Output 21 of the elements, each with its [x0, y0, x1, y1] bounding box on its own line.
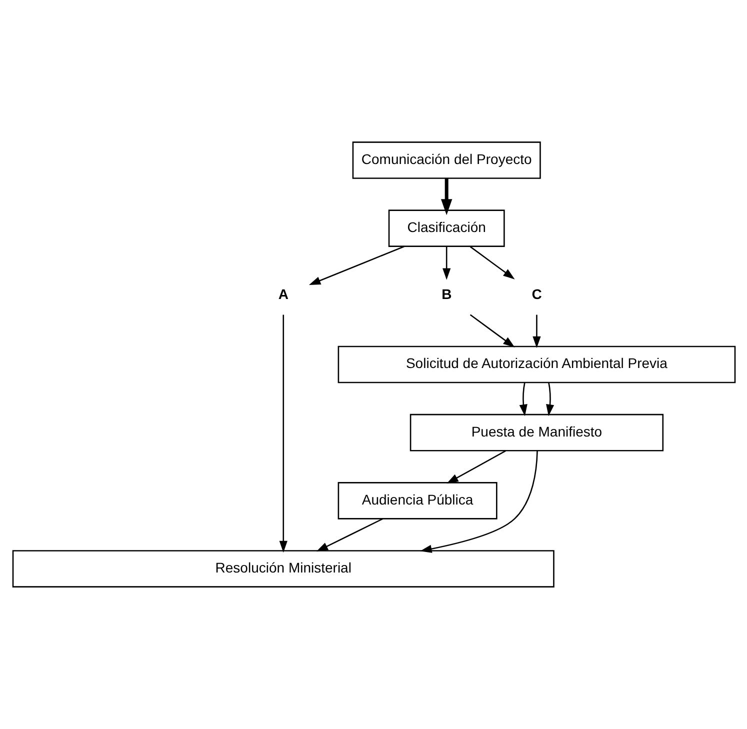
arrow [278, 314, 287, 553]
arrow [518, 382, 527, 416]
node-box: Comunicación del Proyecto [352, 142, 540, 179]
arrow [469, 246, 514, 280]
arrow [469, 314, 514, 348]
arrow [316, 518, 382, 552]
node-box: Audiencia Pública [337, 482, 497, 520]
arrow [440, 178, 452, 216]
node-box: Resolución Ministerial [12, 550, 554, 588]
arrow [308, 246, 404, 286]
node-text: A [278, 286, 288, 302]
node-box: Solicitud de Autorización Ambiental Previa [337, 346, 736, 384]
arrow [442, 246, 450, 280]
node-text: C [531, 286, 542, 302]
arrow [532, 314, 540, 348]
node-text: B [441, 286, 452, 302]
arrow [446, 450, 506, 484]
node-box: Puesta de Manifiesto [409, 414, 664, 452]
arrow [546, 382, 554, 416]
node-box: Clasificación [388, 210, 504, 247]
arrow [420, 450, 538, 553]
